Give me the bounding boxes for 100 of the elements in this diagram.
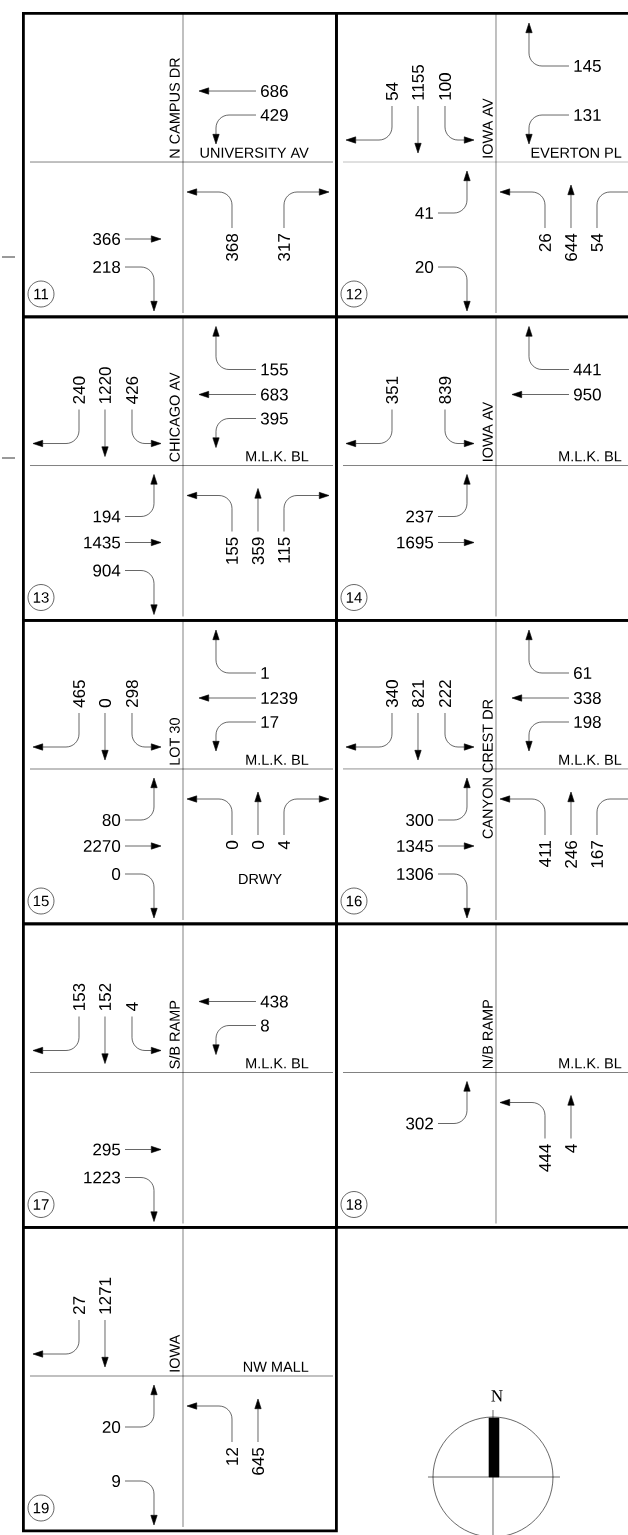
intersection-panel [335, 12, 628, 319]
volume-label: 2270 [83, 840, 121, 853]
volume-label: 1435 [84, 536, 121, 549]
volume-label: 426 [126, 376, 138, 404]
volume-label: 17 [261, 716, 279, 728]
intersection-panel [335, 619, 628, 926]
volume-label: 12 [226, 1448, 238, 1465]
street-name: M.L.K. BL [559, 1058, 622, 1069]
volume-label: 351 [386, 376, 398, 404]
intersection-panel [335, 922, 628, 1229]
volume-label: 686 [261, 85, 288, 98]
volume-label: 1220 [99, 367, 111, 403]
intersection-panel [22, 12, 338, 319]
volume-label: 41 [415, 207, 433, 219]
volume-label: 167 [591, 841, 603, 868]
volume-label: 131 [574, 109, 601, 122]
volume-label: 155 [261, 363, 288, 376]
intersection-panel [22, 315, 338, 622]
volume-label: 80 [102, 814, 121, 827]
volume-label: 300 [406, 814, 434, 827]
volume-label: 368 [226, 233, 238, 261]
volume-label: 54 [591, 233, 603, 252]
volume-label: 1155 [412, 65, 424, 100]
volume-label: 218 [93, 261, 121, 274]
volume-label: 198 [574, 716, 601, 729]
street-name: NW MALL [243, 1361, 309, 1372]
volume-label: 4 [126, 1002, 138, 1011]
volume-label: 20 [102, 1421, 121, 1434]
street-name: DRWY [239, 874, 282, 884]
intersection-number: 16 [340, 887, 368, 915]
volume-label: 1695 [397, 536, 434, 549]
volume-label: 222 [439, 680, 451, 707]
volume-label: 1345 [397, 840, 434, 853]
intersection-number: 19 [27, 1494, 55, 1522]
volume-label: 145 [574, 60, 601, 72]
volume-label: 26 [539, 233, 551, 252]
street-name: CHICAGO AV [169, 372, 180, 462]
volume-label: 395 [260, 412, 288, 425]
street-name: S/B RAMP [169, 1000, 180, 1069]
intersection-number: 17 [27, 1191, 55, 1218]
volume-label: 839 [439, 376, 451, 404]
volume-label: 152 [99, 983, 111, 1010]
volume-label: 61 [574, 667, 592, 680]
intersection-number: 11 [27, 280, 55, 308]
volume-label: 0 [112, 868, 121, 881]
street-name: LOT 30 [169, 718, 180, 765]
volume-label: 950 [574, 388, 601, 401]
volume-label: 237 [406, 510, 433, 523]
intersection-number: 18 [340, 1191, 368, 1218]
volume-label: 465 [73, 680, 85, 708]
volume-label: 295 [93, 1143, 121, 1156]
volume-label: 821 [412, 680, 424, 708]
volume-label: 8 [260, 1019, 269, 1032]
intersection-number: 15 [27, 887, 55, 915]
volume-label: 27 [73, 1296, 85, 1314]
volume-label: 0 [99, 699, 111, 708]
volume-label: 246 [565, 840, 577, 868]
volume-label: 20 [415, 261, 434, 274]
volume-label: 1 [261, 667, 269, 679]
volume-label: 100 [439, 73, 451, 100]
volume-label: 438 [260, 995, 288, 1008]
volume-label: 683 [261, 388, 288, 401]
volume-label: 411 [539, 841, 551, 867]
volume-label: 645 [252, 1447, 264, 1475]
street-name: N/B RAMP [482, 1000, 493, 1069]
volume-label: 298 [126, 680, 138, 707]
volume-label: 0 [226, 840, 238, 849]
volume-label: 4 [278, 840, 290, 850]
intersection-number: 12 [340, 280, 368, 308]
intersection-panel [22, 619, 338, 926]
volume-label: 153 [73, 983, 85, 1010]
volume-label: 115 [278, 537, 290, 563]
volume-label: 338 [573, 692, 601, 705]
intersection-panel [335, 315, 628, 622]
volume-label: 441 [573, 363, 601, 376]
volume-label: 1239 [261, 692, 298, 705]
street-name: IOWA AV [482, 401, 493, 461]
volume-label: 904 [93, 564, 121, 577]
volume-label: 1271 [99, 1277, 111, 1314]
street-name: M.L.K. BL [559, 754, 622, 765]
volume-label: 340 [386, 680, 398, 708]
volume-label: 366 [93, 233, 121, 246]
intersection-panel [22, 922, 338, 1229]
volume-label: 240 [73, 376, 85, 404]
street-name: M.L.K. BL [246, 1058, 309, 1069]
street-name: EVERTON PL [531, 147, 622, 158]
volume-label: 1223 [84, 1171, 121, 1184]
intersection-number: 13 [27, 584, 55, 611]
street-name: N CAMPUS DR [169, 58, 180, 158]
street-name: IOWA AV [482, 98, 493, 158]
street-name: UNIVERSITY AV [200, 147, 309, 158]
volume-label: 1306 [397, 868, 434, 881]
volume-label: 444 [539, 1144, 551, 1172]
volume-label: 54 [386, 82, 398, 101]
volume-label: 0 [252, 840, 264, 849]
street-name: M.L.K. BL [559, 451, 622, 462]
north-label: N [491, 1390, 503, 1402]
volume-label: 194 [93, 510, 121, 523]
street-name: M.L.K. BL [246, 451, 309, 462]
intersection-panel [22, 1226, 338, 1533]
